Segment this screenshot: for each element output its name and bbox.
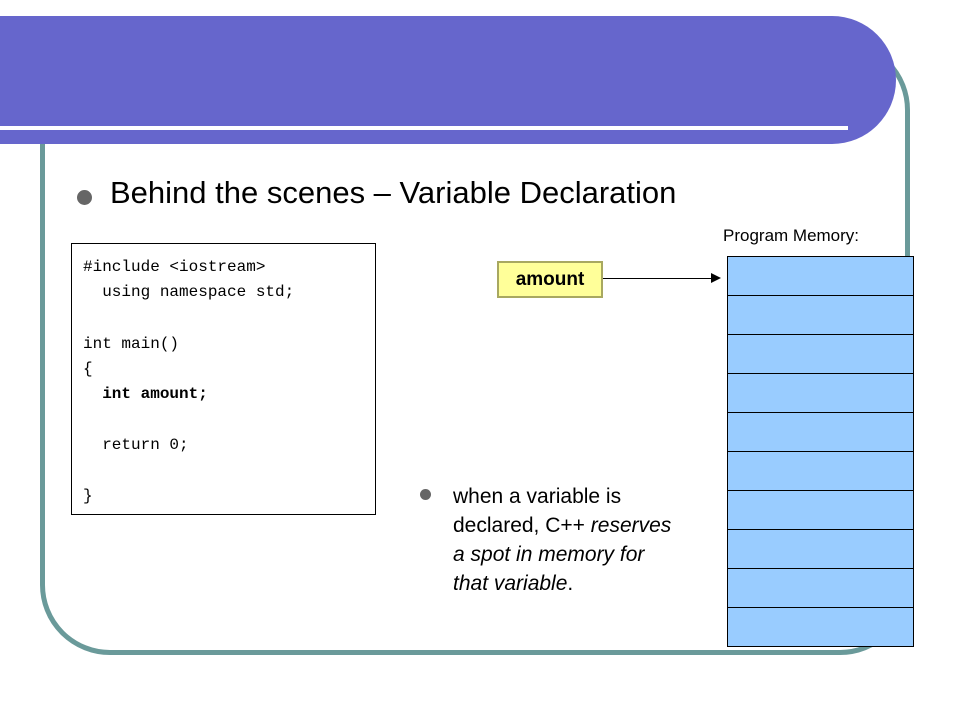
note-text-italic: reserves a spot in memory for that varia… <box>453 514 672 595</box>
slide-title: Behind the scenes – Variable Declaration <box>110 175 677 210</box>
header-divider <box>0 126 848 130</box>
memory-cell <box>727 373 914 413</box>
code-line: int main() <box>83 335 180 353</box>
memory-label: Program Memory: <box>723 226 860 245</box>
memory-cell <box>727 412 914 452</box>
pointer-arrow-line <box>603 278 713 279</box>
note-text-end: . <box>567 572 574 595</box>
memory-cell <box>727 568 914 608</box>
code-box: #include <iostream> using namespace std;… <box>71 243 376 515</box>
note-text-part: when a variable is declared, C++ <box>453 485 622 537</box>
note-text: when a variable is declared, C++ reserve… <box>453 482 683 598</box>
memory-cell <box>727 295 914 335</box>
code-line: return 0; <box>83 436 189 454</box>
code-line: #include <iostream> <box>83 258 266 276</box>
code-line-declaration: int amount; <box>83 385 208 403</box>
code-line: using namespace std; <box>83 283 295 301</box>
memory-cell <box>727 334 914 374</box>
memory-cell <box>727 607 914 647</box>
program-memory-column <box>727 256 914 647</box>
code-line: { <box>83 360 93 378</box>
title-bullet-icon <box>77 190 92 205</box>
memory-cell <box>727 529 914 569</box>
memory-cell <box>727 490 914 530</box>
arrow-head-icon <box>711 273 721 283</box>
note-bullet-icon <box>420 489 431 500</box>
memory-cell <box>727 451 914 491</box>
variable-name-box: amount <box>497 261 603 298</box>
code-line: } <box>83 487 93 505</box>
memory-cell <box>727 256 914 296</box>
header-bar <box>0 16 896 144</box>
